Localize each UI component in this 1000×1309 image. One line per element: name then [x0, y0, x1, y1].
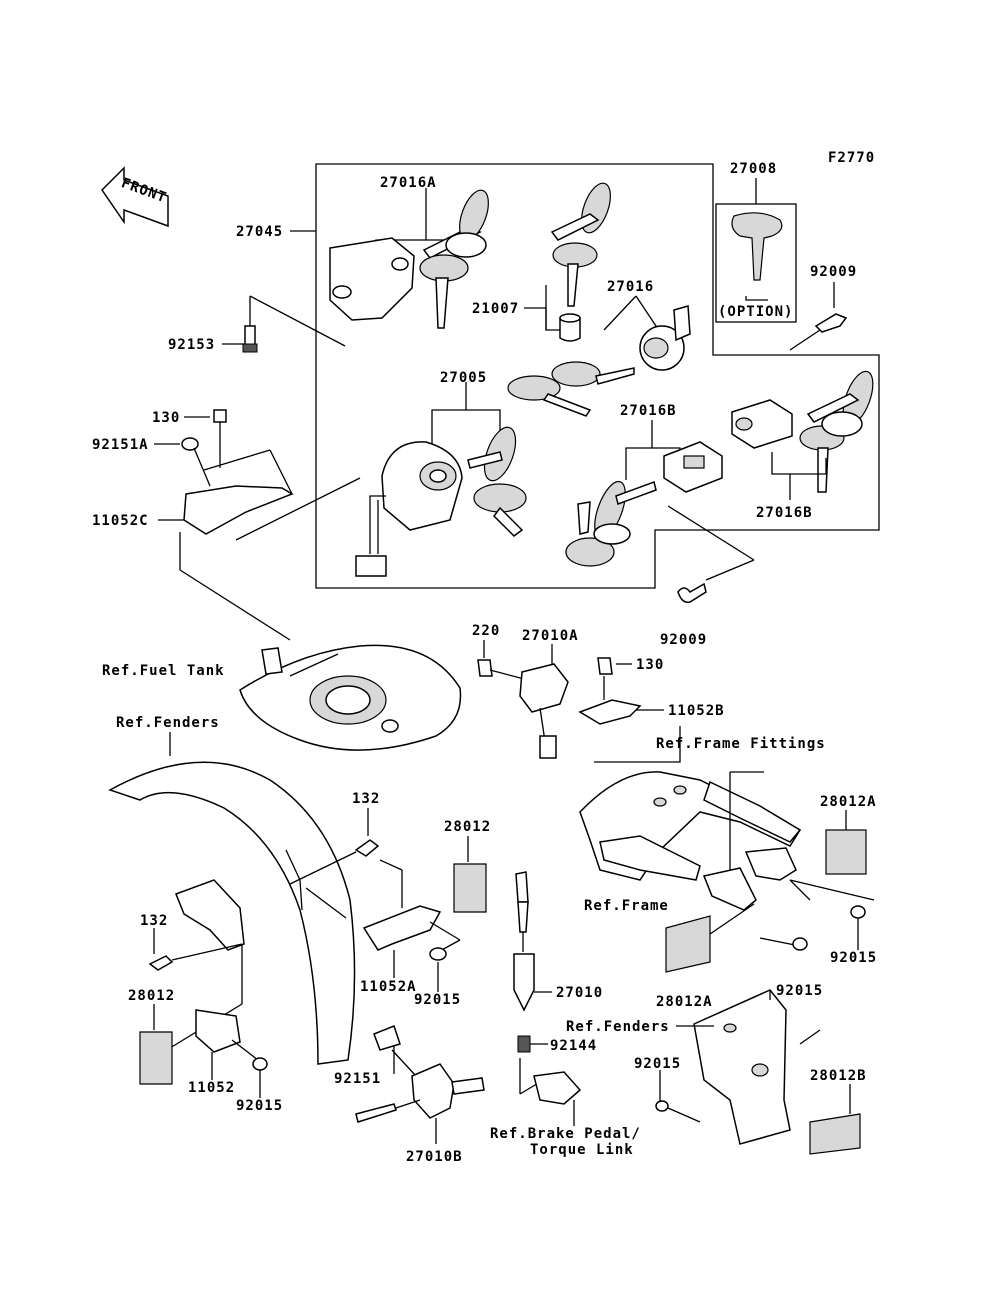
label-92015-bottom-right: 92015	[776, 983, 823, 999]
ref-fuel-tank-drawing	[239, 644, 462, 751]
label-220: 220	[472, 623, 500, 639]
label-28012A-bottom: 28012A	[656, 994, 713, 1010]
label-11052C: 11052C	[92, 513, 149, 529]
label-92015-rear: 92015	[634, 1056, 681, 1072]
label-ref-frame: Ref.Frame	[584, 898, 669, 914]
label-11052: 11052	[188, 1080, 235, 1096]
label-ref-brake-pedal: Ref.Brake Pedal/	[490, 1126, 641, 1142]
part-screw-kit-lower	[667, 505, 755, 604]
label-ref-fenders-top: Ref.Fenders	[116, 715, 220, 731]
label-option: (OPTION)	[718, 304, 793, 320]
label-27008: 27008	[730, 161, 777, 177]
label-27045: 27045	[236, 224, 283, 240]
label-92015-right: 92015	[830, 950, 877, 966]
label-92009-top: 92009	[810, 264, 857, 280]
label-ref-fuel-tank: Ref.Fuel Tank	[102, 663, 225, 679]
label-27005: 27005	[440, 370, 487, 386]
part-27008-option-key	[715, 178, 797, 323]
ref-fenders-rear-drawing	[655, 989, 861, 1155]
label-92151A: 92151A	[92, 437, 149, 453]
label-11052A: 11052A	[360, 979, 417, 995]
label-11052B: 11052B	[668, 703, 725, 719]
part-92009-screw-top	[789, 282, 848, 351]
label-27016B-right: 27016B	[756, 505, 813, 521]
label-92015-middle: 92015	[414, 992, 461, 1008]
label-92144: 92144	[550, 1038, 597, 1054]
kit-bracket-lines	[249, 163, 880, 589]
ref-frame-fittings-drawing	[579, 726, 802, 911]
label-92009-middle: 92009	[660, 632, 707, 648]
part-27016A-lock-set	[329, 188, 489, 329]
part-11052-bracket-group	[139, 879, 268, 1098]
label-27010A: 27010A	[522, 628, 579, 644]
part-27010A-switch-group	[477, 640, 664, 759]
label-27010: 27010	[556, 985, 603, 1001]
label-130-middle: 130	[636, 657, 664, 673]
part-11052C-bracket-group	[154, 409, 361, 641]
part-keys-pair-lower	[507, 361, 635, 417]
part-27016-lock	[603, 295, 691, 371]
label-28012-left: 28012	[128, 988, 175, 1004]
label-27016A: 27016A	[380, 175, 437, 191]
label-torque-link: Torque Link	[530, 1142, 634, 1158]
label-132-top: 132	[352, 791, 380, 807]
label-28012A-right: 28012A	[820, 794, 877, 810]
label-27016: 27016	[607, 279, 654, 295]
part-27010B-switch	[355, 1025, 485, 1144]
part-27005-ignition-switch	[355, 382, 527, 577]
label-132-left: 132	[140, 913, 168, 929]
part-27016B-set-right	[731, 370, 874, 500]
label-ref-frame-fittings: Ref.Frame Fittings	[656, 736, 826, 752]
part-27016B-set-middle	[565, 420, 723, 567]
label-ref-fenders-bottom: Ref.Fenders	[566, 1019, 670, 1035]
label-27010B: 27010B	[406, 1149, 463, 1165]
label-28012B: 28012B	[810, 1068, 867, 1084]
part-21007-cap	[524, 285, 581, 342]
label-92151: 92151	[334, 1071, 381, 1087]
label-27016B-middle: 27016B	[620, 403, 677, 419]
label-92015-left: 92015	[236, 1098, 283, 1114]
part-28012A-reflector-right	[665, 810, 875, 973]
label-130-left: 130	[152, 410, 180, 426]
ref-fenders-front-drawing	[108, 732, 356, 1065]
part-21007-keys	[550, 182, 611, 307]
figure-code: F2770	[828, 150, 875, 166]
part-27010-brake-switch	[513, 871, 582, 1126]
part-92153-bolt	[222, 325, 258, 353]
label-28012-middle: 28012	[444, 819, 491, 835]
label-92153: 92153	[168, 337, 215, 353]
label-21007: 21007	[472, 301, 519, 317]
front-arrow-icon: FRONT	[101, 166, 169, 228]
part-11052A-bracket-group	[289, 808, 487, 992]
